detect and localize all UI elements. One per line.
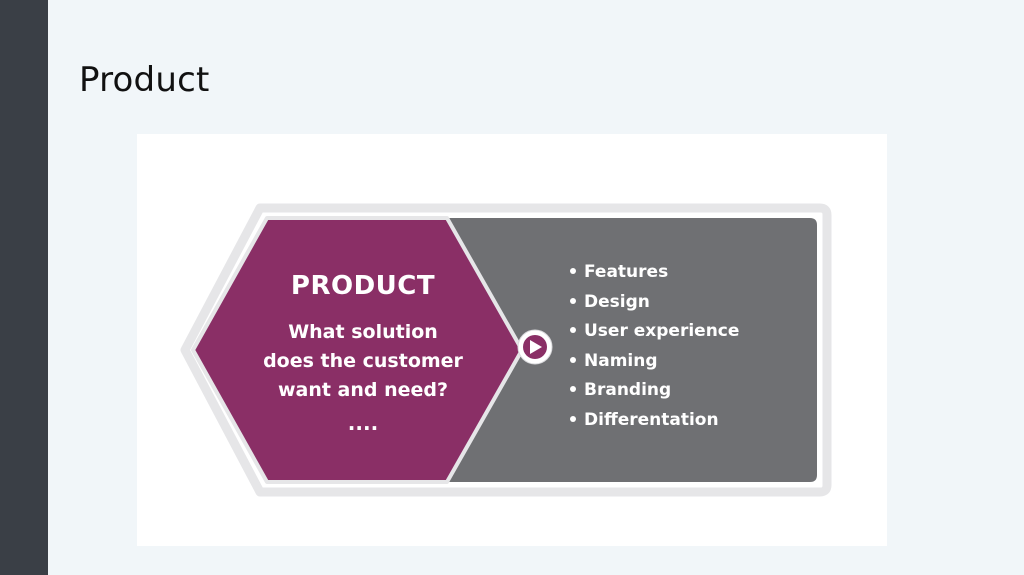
feature-list: Features Design User experience Naming B… [570, 262, 739, 430]
list-item-label: User experience [584, 321, 739, 341]
list-item: User experience [570, 321, 739, 341]
question-ellipsis: .... [348, 411, 378, 435]
list-item-label: Branding [584, 380, 671, 400]
list-item: Design [570, 292, 650, 312]
list-item: Features [570, 262, 668, 282]
list-item-label: Differentation [584, 410, 719, 430]
product-hexagon [191, 216, 524, 484]
list-item-label: Design [584, 292, 650, 312]
page-title: Product [79, 60, 210, 100]
question-line-2: does the customer [263, 350, 463, 372]
play-circle-icon [517, 329, 553, 365]
list-item: Naming [570, 351, 658, 371]
list-item-label: Naming [584, 351, 658, 371]
question-line-3: want and need? [278, 379, 448, 401]
list-item: Differentation [570, 410, 719, 430]
sidebar-strip [0, 0, 48, 575]
product-heading: PRODUCT [291, 271, 435, 301]
list-item: Branding [570, 380, 671, 400]
list-item-label: Features [584, 262, 668, 282]
question-line-1: What solution [288, 321, 438, 343]
diagram-figure: PRODUCT What solution does the customer … [137, 134, 887, 546]
list-panel [447, 218, 817, 482]
